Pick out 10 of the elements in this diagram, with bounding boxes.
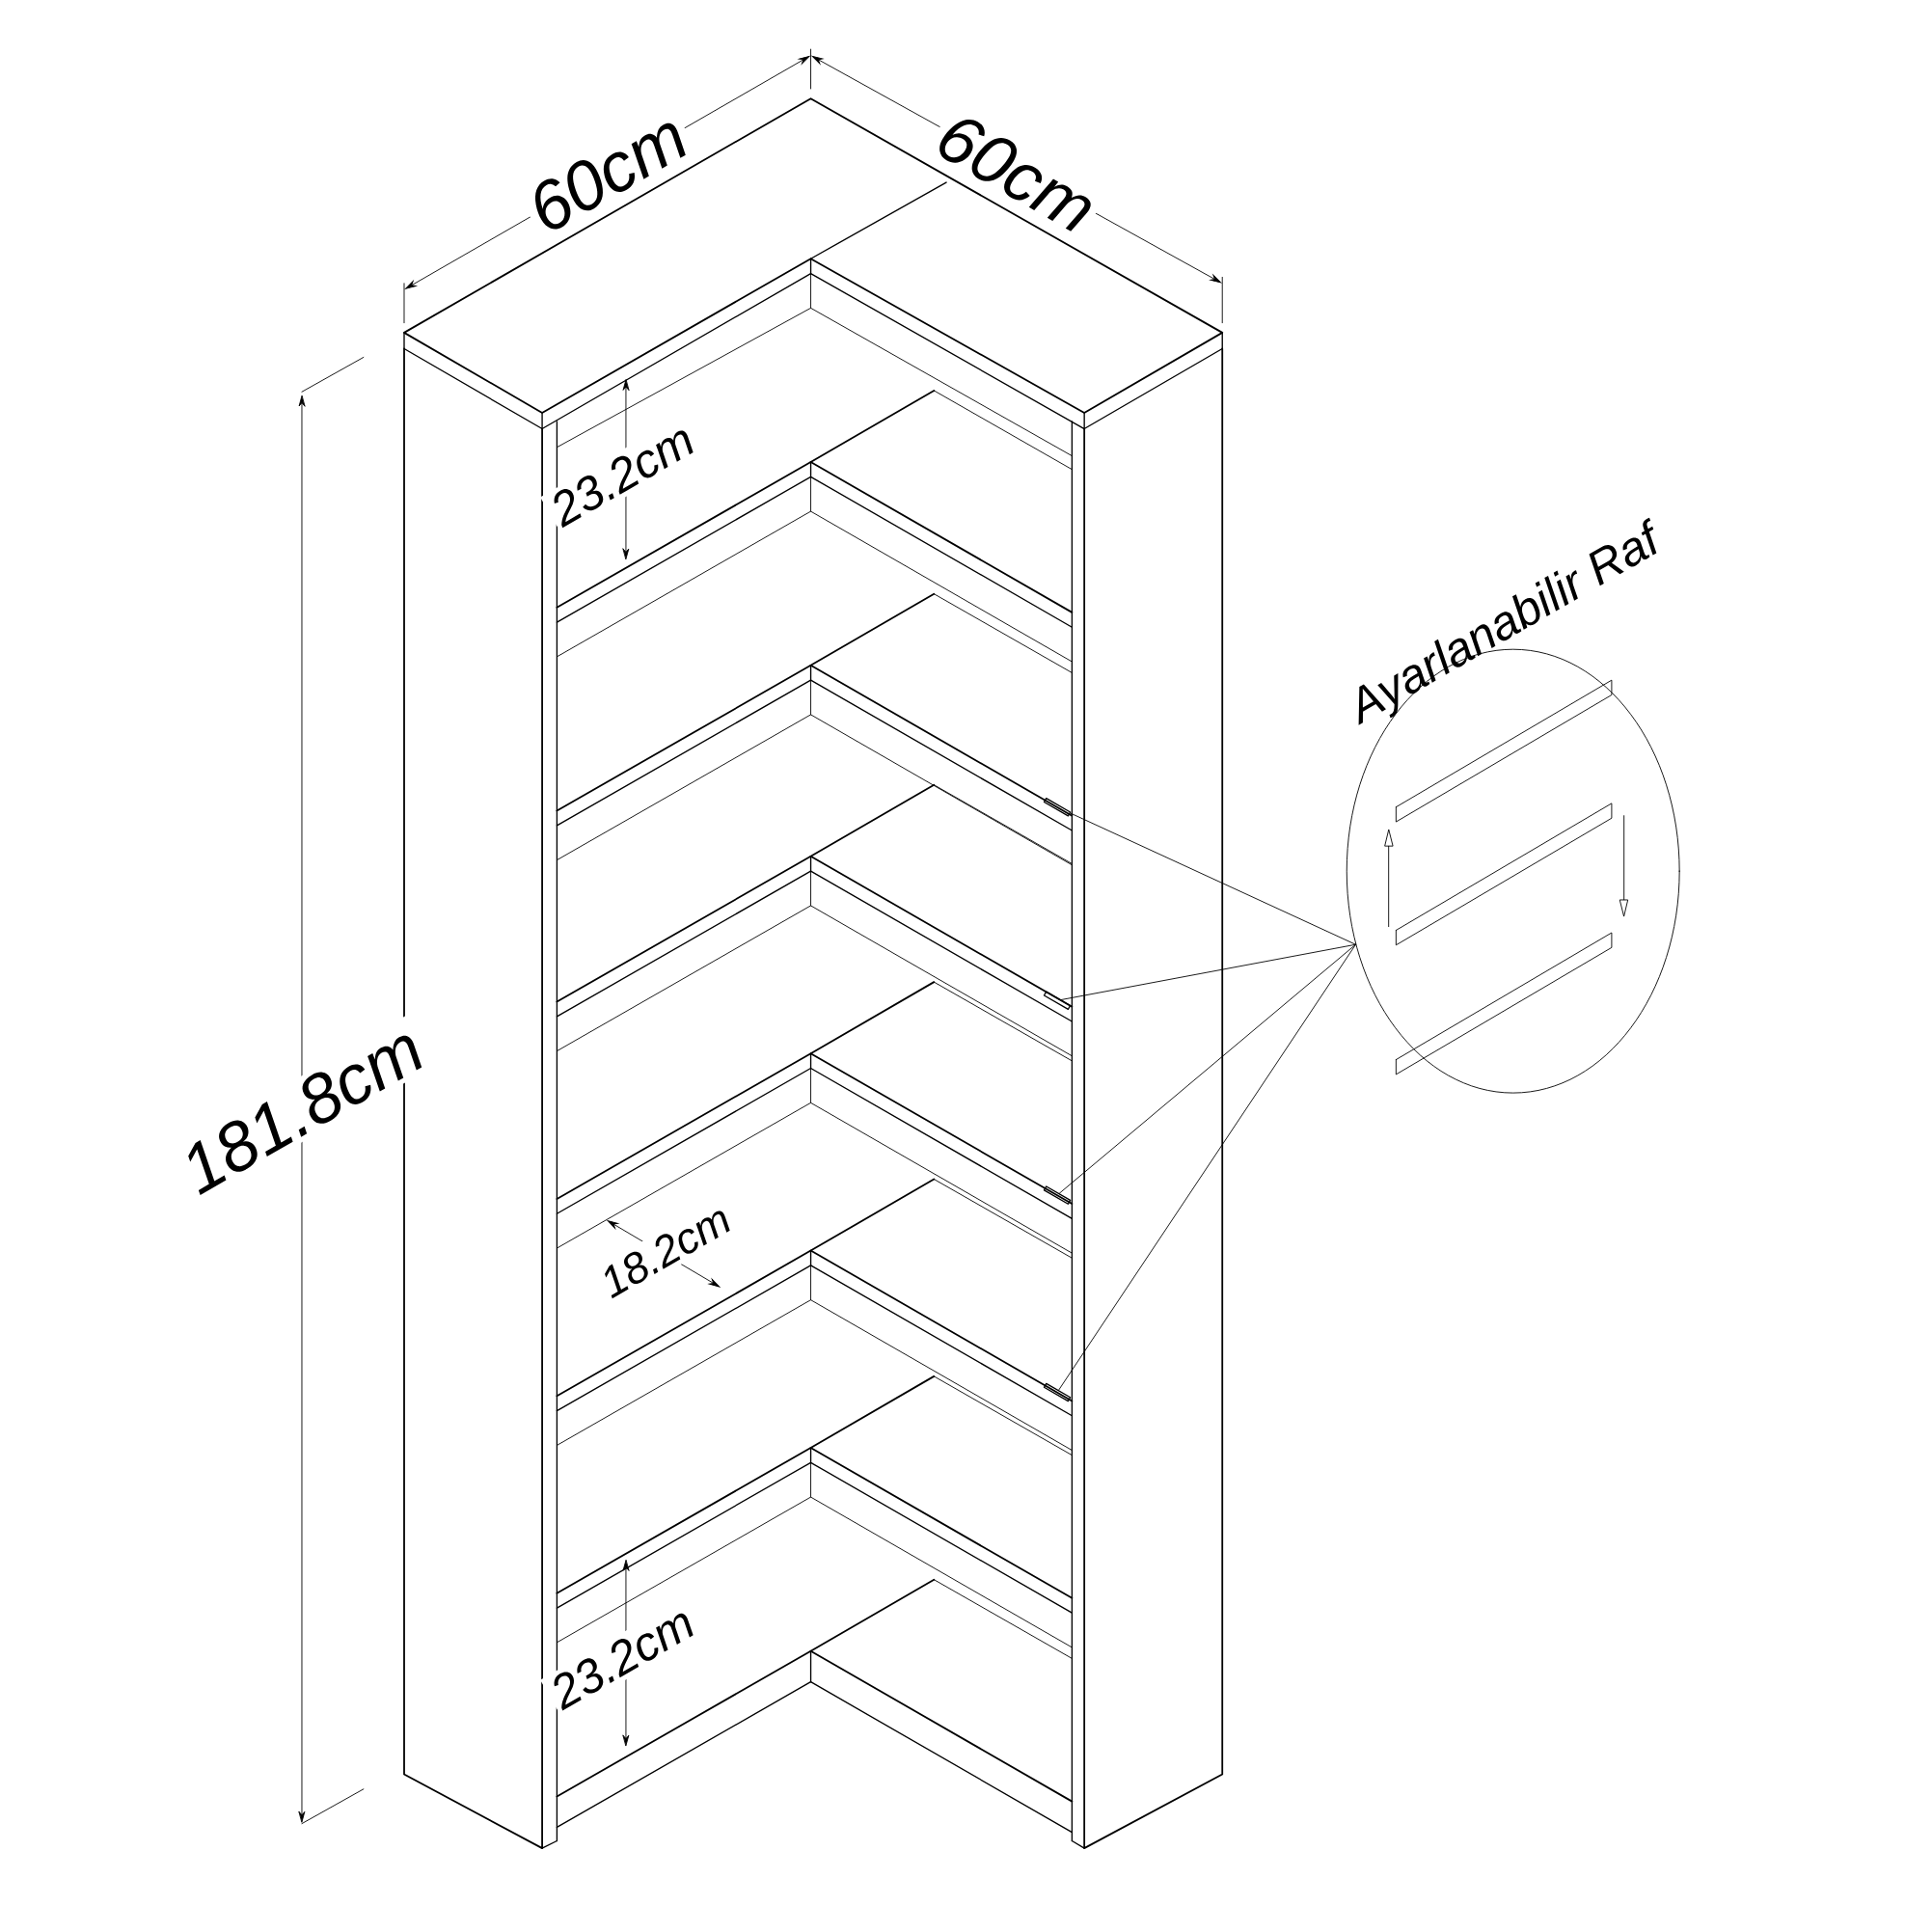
shelf-bar (1043, 1382, 1072, 1402)
leader-line (1058, 943, 1356, 1194)
leader-line (1061, 943, 1356, 1000)
leader-line (1058, 943, 1356, 1391)
shelf-bar (1043, 797, 1072, 817)
dimension-label: 60cm (515, 102, 699, 242)
dimension-label: 60cm (925, 102, 1108, 242)
shelf-bar (1043, 1185, 1072, 1205)
leader-line (1070, 812, 1356, 945)
shelf-bar (1043, 991, 1072, 1011)
